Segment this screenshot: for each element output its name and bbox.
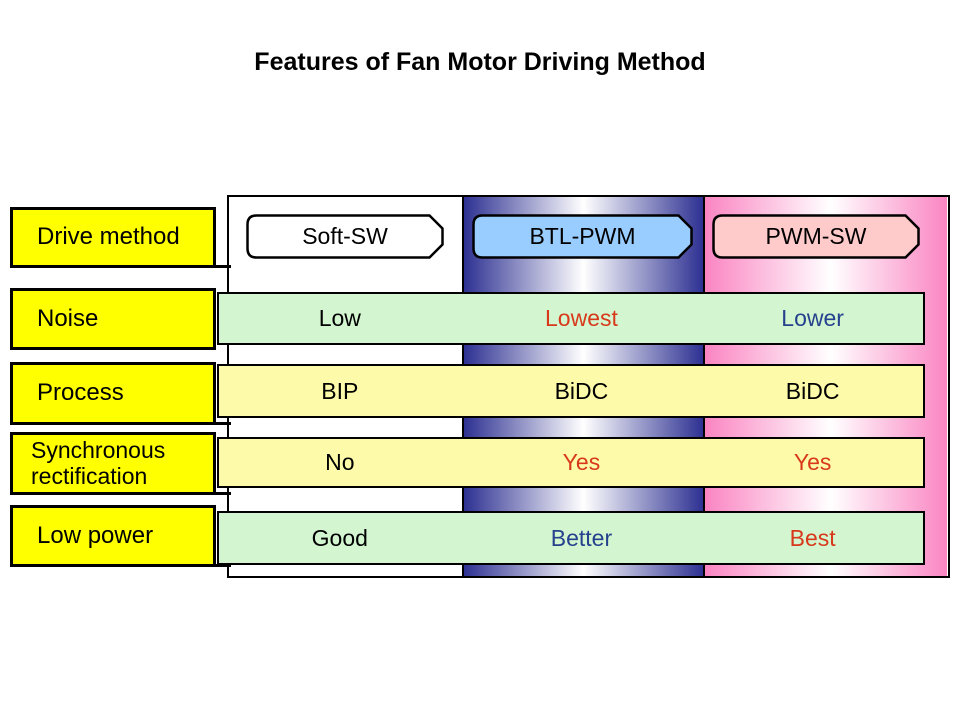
connector-line (211, 265, 231, 268)
column-header-label: PWM-SW (765, 223, 867, 249)
cell-low-power-soft-sw: Good (311, 524, 368, 551)
row-band-low-power: Good Better Best (217, 511, 925, 565)
row-band-synchronous-rectification: No Yes Yes (217, 437, 925, 488)
slide-title: Features of Fan Motor Driving Method (254, 48, 706, 76)
connector-line (211, 492, 231, 495)
column-header-btl-pwm: BTL-PWM (472, 214, 693, 259)
column-header-pwm-sw: PWM-SW (712, 214, 920, 259)
row-band-process: BIP BiDC BiDC (217, 364, 925, 418)
row-label-low-power: Low power (10, 505, 216, 567)
row-label-noise: Noise (10, 288, 216, 350)
cell-sync-soft-sw: No (325, 449, 355, 475)
capsule-shape-icon (246, 214, 444, 259)
cell-sync-btl-pwm: Yes (562, 449, 601, 475)
cell-noise-soft-sw: Low (318, 305, 361, 331)
capsule-shape-icon (472, 214, 693, 259)
capsule-shape-icon (712, 214, 920, 259)
cell-noise-pwm-sw: Lower (781, 305, 844, 331)
cell-noise-btl-pwm: Lowest (545, 305, 618, 331)
row-band-noise: Low Lowest Lower (217, 292, 925, 345)
cell-low-power-pwm-sw: Best (789, 524, 836, 551)
row-label-drive-method: Drive method (10, 207, 216, 268)
column-header-label: BTL-PWM (529, 223, 636, 249)
cell-process-pwm-sw: BiDC (785, 377, 840, 404)
column-header-label: Soft-SW (302, 223, 388, 249)
row-label-synchronous-rectification: Synchronous rectification (10, 432, 216, 495)
cell-low-power-btl-pwm: Better (550, 524, 613, 551)
connector-line (211, 564, 231, 567)
connector-line (211, 422, 231, 425)
row-label-process: Process (10, 362, 216, 425)
cell-sync-pwm-sw: Yes (793, 449, 832, 475)
cell-process-soft-sw: BIP (321, 377, 359, 404)
column-header-soft-sw: Soft-SW (246, 214, 444, 259)
cell-process-btl-pwm: BiDC (554, 377, 609, 404)
